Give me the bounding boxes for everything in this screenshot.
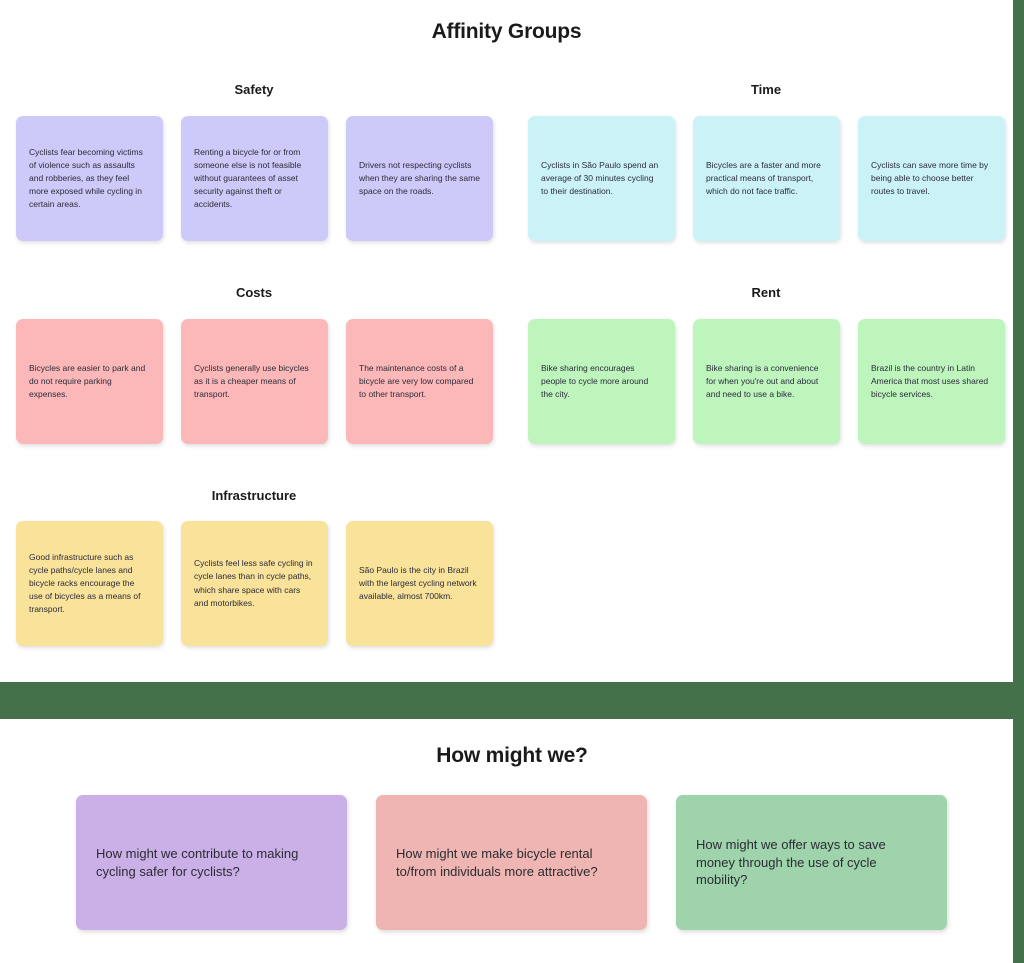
how-might-we-section: How might we? How might we contribute to… [0,719,1024,963]
right-edge-strip [1013,0,1024,963]
sticky-note[interactable]: Cyclists can save more time by being abl… [858,116,1005,241]
sticky-note[interactable]: Cyclists generally use bicycles as it is… [181,319,328,444]
sticky-note[interactable]: Cyclists feel less safe cycling in cycle… [181,521,328,646]
sticky-note[interactable]: Good infrastructure such as cycle paths/… [16,521,163,646]
sticky-note[interactable]: Bike sharing encourages people to cycle … [528,319,675,444]
sticky-note-text: Cyclists in São Paulo spend an average o… [541,159,659,197]
sticky-note-text: Renting a bicycle for or from someone el… [194,146,302,210]
sticky-note[interactable]: Renting a bicycle for or from someone el… [181,116,328,241]
sticky-note-text: Drivers not respecting cyclists when the… [359,159,480,197]
section-divider-band [0,682,1024,719]
sticky-note-text: Cyclists fear becoming victims of violen… [29,146,143,210]
sticky-note[interactable]: The maintenance costs of a bicycle are v… [346,319,493,444]
sticky-note-text: Cyclists feel less safe cycling in cycle… [194,558,313,608]
sticky-note-text: São Paulo is the city in Brazil with the… [359,564,477,602]
sticky-note-text: Bicycles are easier to park and do not r… [29,362,146,400]
how-might-we-card-text: How might we offer ways to save money th… [696,836,886,888]
sticky-note-text: Good infrastructure such as cycle paths/… [29,551,141,615]
group-heading-infrastructure: Infrastructure [211,488,297,503]
sticky-note[interactable]: Cyclists fear becoming victims of violen… [16,116,163,241]
sticky-note[interactable]: Brazil is the country in Latin America t… [858,319,1005,444]
group-heading-safety: Safety [234,82,274,97]
sticky-note[interactable]: São Paulo is the city in Brazil with the… [346,521,493,646]
sticky-note-text: The maintenance costs of a bicycle are v… [359,362,474,400]
sticky-note[interactable]: Bike sharing is a convenience for when y… [693,319,840,444]
group-heading-rent: Rent [751,285,781,300]
how-might-we-card[interactable]: How might we contribute to making cyclin… [76,795,347,930]
sticky-note[interactable]: Cyclists in São Paulo spend an average o… [528,116,675,241]
how-might-we-card-text: How might we contribute to making cyclin… [96,845,299,879]
page-title: Affinity Groups [431,20,582,43]
how-might-we-card-text: How might we make bicycle rental to/from… [396,845,598,879]
how-might-we-card[interactable]: How might we make bicycle rental to/from… [376,795,647,930]
sticky-note[interactable]: Bicycles are easier to park and do not r… [16,319,163,444]
group-heading-costs: Costs [235,285,273,300]
sticky-note-text: Bike sharing encourages people to cycle … [541,362,649,400]
sticky-note-text: Cyclists generally use bicycles as it is… [194,362,309,400]
sticky-note-text: Bike sharing is a convenience for when y… [706,362,819,400]
how-might-we-card[interactable]: How might we offer ways to save money th… [676,795,947,930]
sticky-note[interactable]: Bicycles are a faster and more practical… [693,116,840,241]
sticky-note[interactable]: Drivers not respecting cyclists when the… [346,116,493,241]
sticky-note-text: Brazil is the country in Latin America t… [871,362,989,400]
group-heading-time: Time [750,82,782,97]
sticky-note-text: Bicycles are a faster and more practical… [706,159,821,197]
how-might-we-title: How might we? [436,744,588,767]
sticky-note-text: Cyclists can save more time by being abl… [871,159,989,197]
affinity-board-panel: Affinity Groups Safety Time Costs Rent I… [16,20,1005,646]
